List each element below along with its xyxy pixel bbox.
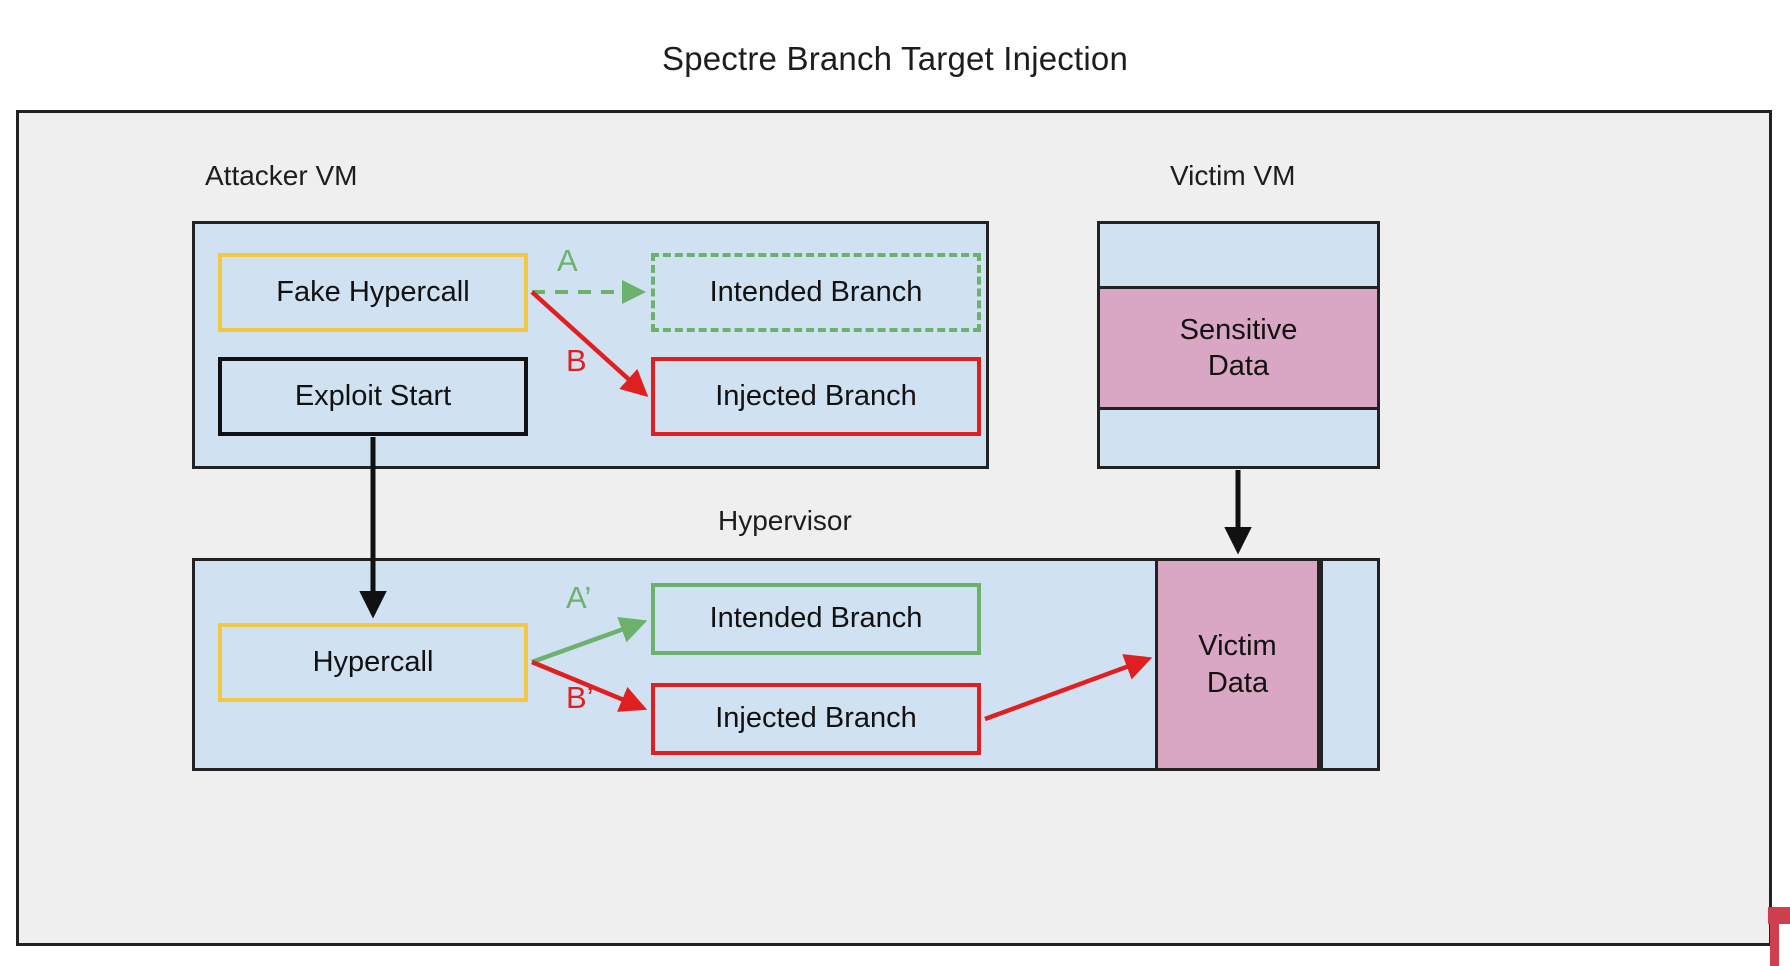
node-hypervisor-intended-branch[interactable]: Intended Branch: [651, 583, 981, 655]
node-hypervisor-injected-branch[interactable]: Injected Branch: [651, 683, 981, 755]
node-exploit-start[interactable]: Exploit Start: [218, 357, 528, 436]
stray-marker-stem: [1770, 924, 1779, 966]
victim-vm-caption: Victim VM: [1170, 160, 1296, 191]
stray-red-marker: [1768, 907, 1790, 966]
node-victim-data[interactable]: Victim Data: [1155, 558, 1320, 771]
page-title: Spectre Branch Target Injection: [661, 40, 1129, 77]
node-sensitive-data[interactable]: Sensitive Data: [1097, 286, 1380, 410]
edge-label-b: B: [566, 343, 587, 378]
node-hypercall[interactable]: Hypercall: [218, 623, 528, 702]
edge-label-a-prime: A’: [566, 580, 592, 615]
node-fake-hypercall[interactable]: Fake Hypercall: [218, 253, 528, 332]
node-attacker-intended-branch[interactable]: Intended Branch: [651, 253, 981, 332]
hypervisor-right-blue-strip: [1320, 558, 1380, 771]
hypervisor-caption: Hypervisor: [718, 505, 852, 536]
attacker-vm-caption: Attacker VM: [205, 160, 358, 191]
edge-label-a: A: [557, 243, 578, 278]
stray-marker-top-bar: [1768, 907, 1790, 924]
node-attacker-injected-branch[interactable]: Injected Branch: [651, 357, 981, 436]
edge-label-b-prime: B’: [566, 680, 594, 715]
